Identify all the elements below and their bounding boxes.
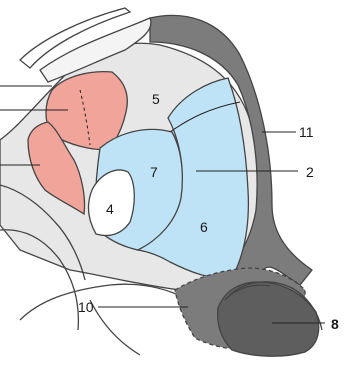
label-10: 10 <box>78 299 94 315</box>
label-11: 11 <box>299 124 314 140</box>
label-2: 2 <box>306 164 314 180</box>
label-5: 5 <box>152 91 160 107</box>
lower-left-lobe-c <box>90 300 140 355</box>
label-4: 4 <box>106 201 114 217</box>
label-7: 7 <box>150 164 158 180</box>
label-6: 6 <box>200 219 208 235</box>
lower-left-lobe-b <box>20 284 185 320</box>
label-8: 8 <box>331 316 339 332</box>
